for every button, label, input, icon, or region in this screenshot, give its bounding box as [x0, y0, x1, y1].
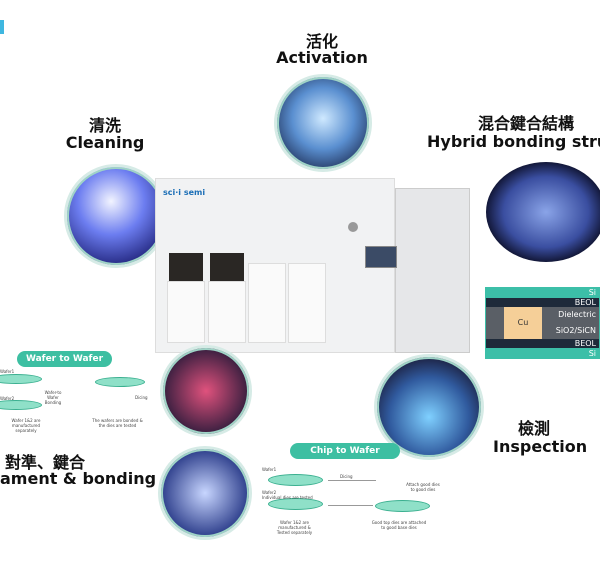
layer-sio2: SiO2/SiCN [486, 323, 599, 339]
w2w-wafer2 [0, 400, 42, 410]
inspection-label-zh: 檢測 [518, 419, 551, 438]
align-label-en: ament & bonding [0, 469, 157, 488]
w2w-note2: The wafers are bonded & the dies are tes… [92, 418, 143, 428]
hybrid-label-zh: 混合鍵合結構 [478, 114, 575, 133]
activation-photo [274, 74, 372, 172]
c2w-wafer2-label: Wafer2 [262, 490, 277, 495]
corner-mark [0, 20, 4, 34]
w2w-wafer2-label: Wafer2 [0, 396, 15, 401]
c2w-wafer2-sub: Individual dies are tested [262, 495, 313, 500]
layer-dielectric: Dielectric [486, 307, 599, 323]
align-label-zh: 對準、鍵合 [5, 453, 86, 472]
inspection-label-en: Inspection [493, 437, 588, 456]
c2w-bonded [375, 500, 430, 512]
bonding-photo [158, 446, 252, 540]
layer-beol-bottom: BEOL [486, 339, 599, 348]
bonding-machine: sci·i semi [155, 178, 470, 360]
c2w-title: Chip to Wafer [290, 443, 400, 459]
c2w-attach-label: Attach good dies to good dies [406, 482, 440, 492]
alignment-photo [160, 345, 252, 437]
activation-label-en: Activation [276, 48, 368, 67]
hybrid-wafer-photo [486, 162, 600, 262]
w2w-bonded [95, 377, 145, 387]
layer-si-top: Si [486, 288, 599, 298]
layer-si-bottom: Si [486, 348, 599, 359]
w2w-note1: Wafer 1&2 are manufactured separately [11, 418, 41, 433]
w2w-title: Wafer to Wafer [17, 351, 112, 367]
w2w-wafer1 [0, 374, 42, 384]
machine-logo: sci·i semi [163, 188, 206, 197]
w2w-wafer1-label: Wafer1 [0, 369, 15, 374]
w2w-bond-label: Wafer-to Wafer Bonding [44, 390, 62, 405]
c2w-note2: Good top dies are attached to good base … [371, 520, 427, 530]
c2w-note1: Wafer 1&2 are manufactured & Tested sepa… [276, 520, 313, 535]
c2w-dicing-label: Dicing [340, 474, 353, 479]
cleaning-label-zh: 清洗 [88, 116, 121, 135]
cleaning-photo [64, 164, 168, 268]
c2w-wafer2 [268, 498, 323, 510]
c2w-wafer1-label: Wafer1 [262, 467, 277, 472]
hybrid-label-en: Hybrid bonding struc [427, 132, 600, 151]
layer-cu: Cu [504, 307, 542, 339]
activation-label-zh: 活化 [305, 32, 338, 51]
layer-beol-top: BEOL [486, 298, 599, 307]
w2w-dicing-label: Dicing [135, 395, 148, 400]
c2w-wafer1 [268, 474, 323, 486]
bonding-stack: Si BEOL Dielectric SiO2/SiCN BEOL Si Cu [485, 287, 600, 359]
inspection-photo [374, 354, 484, 460]
cleaning-label-en: Cleaning [65, 133, 145, 152]
